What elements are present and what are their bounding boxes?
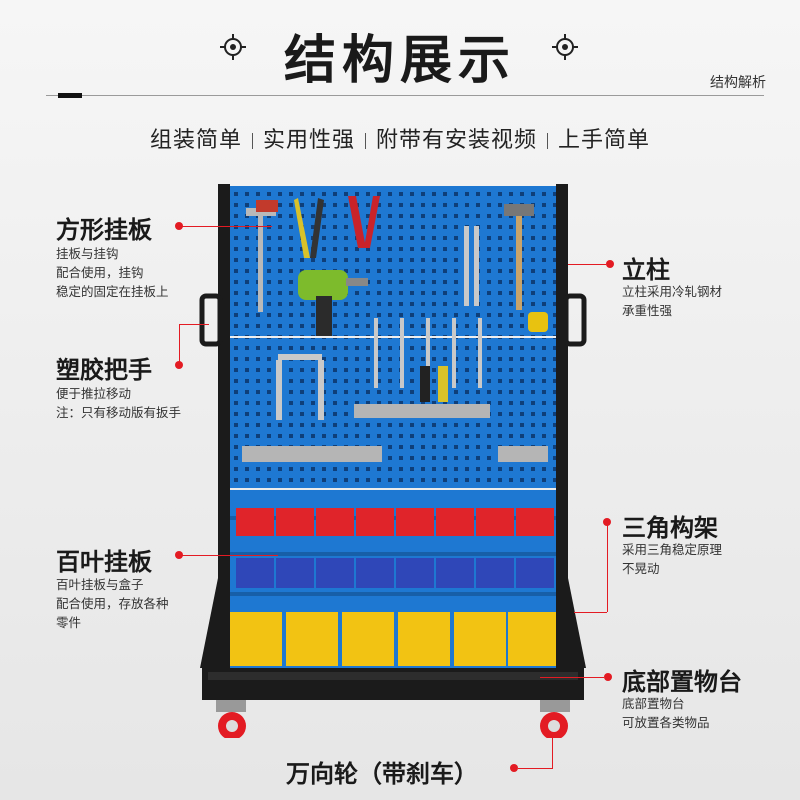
label-upright-desc: 立柱采用冷轧钢材 承重性强: [622, 284, 723, 318]
callout-line: [574, 612, 607, 613]
callout-dot: [606, 260, 614, 268]
label-plastic-handle-title: 塑胶把手: [56, 356, 152, 384]
label-caster-title: 万向轮（带刹车）: [286, 760, 478, 788]
feature-separator: [251, 133, 253, 149]
feature-strip: 组装简单实用性强附带有安装视频上手简单: [0, 122, 800, 154]
section-subtitle: 结构解析: [710, 75, 766, 91]
label-louver-board-desc: 百叶挂板与盒子 配合使用，存放各种 零件: [56, 577, 169, 630]
label-louver-board-title: 百叶挂板: [56, 548, 152, 576]
feature-separator: [547, 133, 549, 149]
feature-item: 组装简单: [149, 128, 242, 153]
callout-line: [179, 324, 209, 325]
crosshair-icon-right: [550, 32, 580, 62]
callout-line: [182, 555, 278, 556]
feature-item: 附带有安装视频: [376, 128, 538, 153]
label-bottom-shelf-desc: 底部置物台 可放置各类物品: [622, 696, 710, 730]
crosshair-icon-left: [218, 32, 248, 62]
label-plastic-handle-desc: 便于推拉移动 注：只有移动版有扳手: [56, 386, 182, 420]
label-triangle-frame-desc: 采用三角稳定原理 不晃动: [622, 542, 723, 576]
label-square-board-desc: 挂板与挂钩 配合使用，挂钩 稳定的固定在挂板上: [56, 246, 169, 299]
callout-dot: [175, 222, 183, 230]
tool-rack-illustration: [198, 178, 588, 738]
header-rule: [46, 95, 764, 96]
label-square-board-title: 方形挂板: [56, 216, 152, 244]
callout-line: [540, 677, 604, 678]
header-rule-accent: [58, 93, 82, 98]
feature-item: 上手简单: [558, 128, 651, 153]
callout-line: [552, 738, 553, 769]
feature-item: 实用性强: [262, 128, 355, 153]
callout-dot: [603, 518, 611, 526]
label-bottom-shelf-title: 底部置物台: [622, 668, 742, 696]
callout-dot: [175, 551, 183, 559]
label-upright-title: 立柱: [622, 256, 670, 284]
page-title: 结构展示: [283, 31, 516, 91]
callout-dot: [510, 764, 518, 772]
feature-separator: [365, 133, 366, 149]
callout-dot: [175, 361, 183, 369]
callout-line: [568, 264, 606, 265]
label-triangle-frame-title: 三角构架: [622, 514, 718, 542]
callout-dot: [604, 673, 612, 681]
callout-line: [179, 324, 180, 364]
callout-line: [607, 524, 608, 612]
callout-line: [182, 226, 272, 227]
callout-line: [518, 768, 552, 769]
